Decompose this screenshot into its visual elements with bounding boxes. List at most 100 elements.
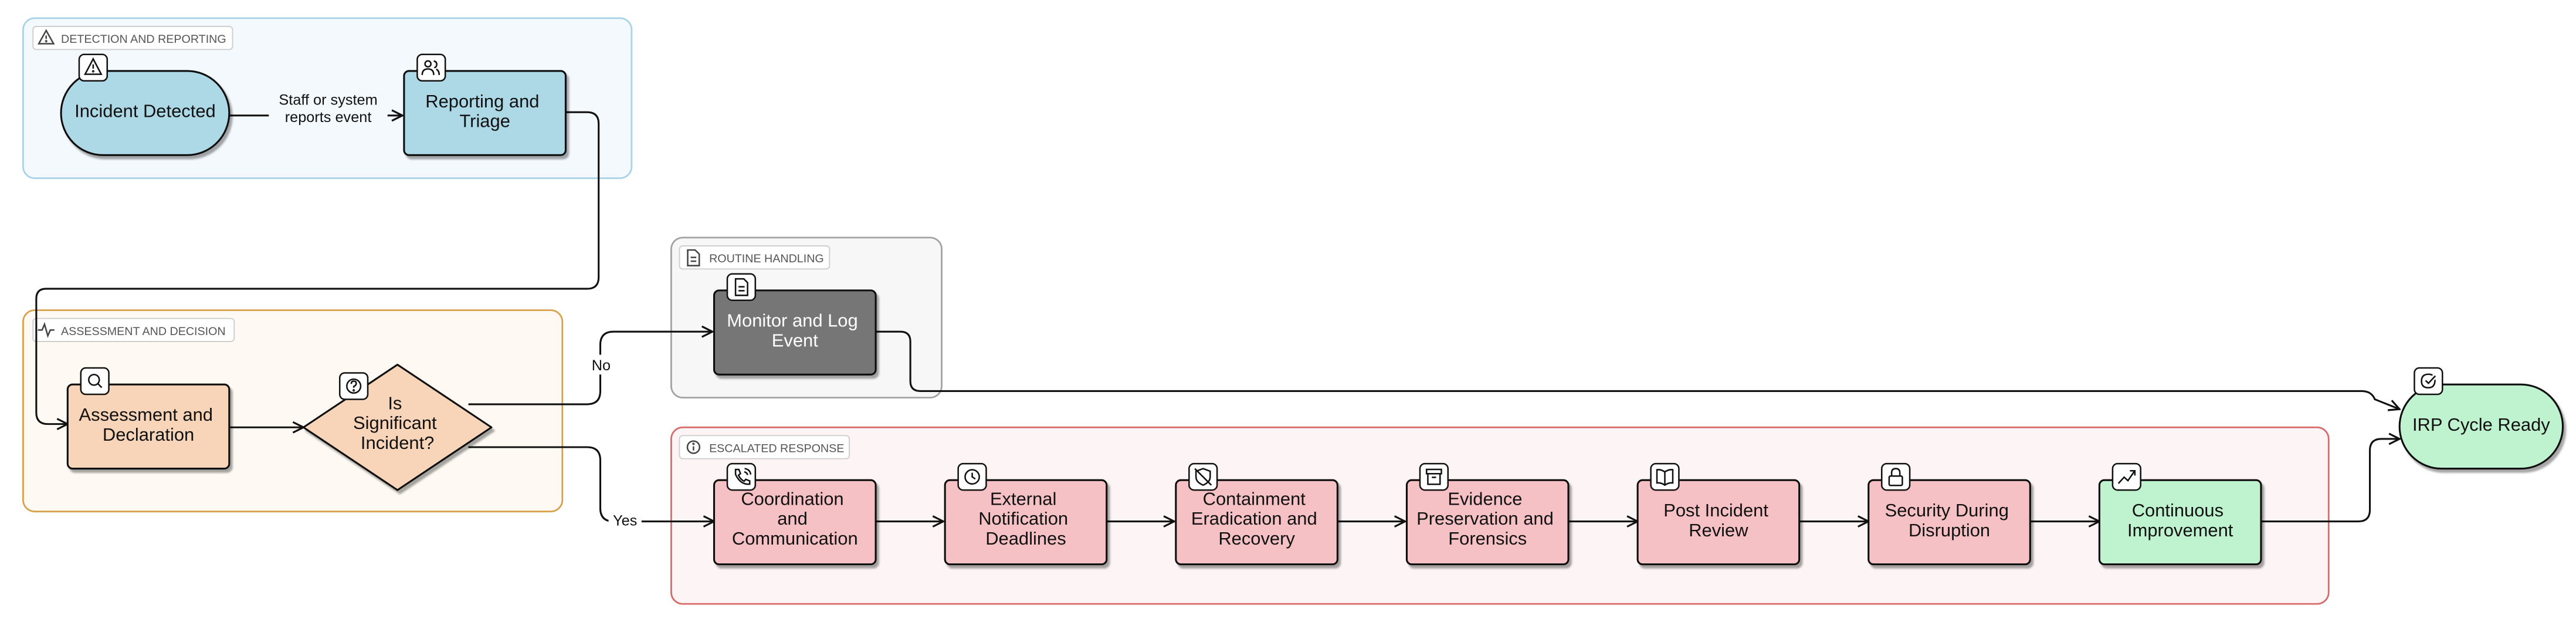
shield-off-icon [1194, 468, 1212, 486]
node-label: Continuous Improvement [2127, 500, 2233, 540]
node-label-line: Communication [732, 528, 858, 549]
node-label-line: Monitor and Log [727, 310, 857, 331]
group-detection-label-box [32, 26, 233, 50]
node-evidence[interactable]: Evidence Preservation and Forensics [1405, 479, 1570, 566]
edge-label-bg [269, 87, 388, 127]
node-irp-cycle-ready[interactable]: IRP Cycle Ready [2398, 383, 2564, 470]
phone-icon [734, 468, 752, 485]
node-badge-reporting-triage [416, 53, 446, 82]
node-badge-monitor-log [726, 273, 757, 302]
edge-labels: Staff or system reports event No Yes [269, 87, 642, 530]
edge-improvement-to-irp [2260, 439, 2399, 523]
node-label-line: Containment [1203, 488, 1306, 509]
badge-box [726, 462, 757, 491]
edge-decision-yes [468, 446, 714, 522]
node-badge-security-disruption [1880, 462, 1911, 491]
activity-icon [38, 322, 55, 338]
node-label-line: Evidence [1448, 488, 1522, 509]
node-label: Post Incident Review [1663, 500, 1773, 540]
node-label-line: Coordination [741, 488, 843, 509]
badge-box [2111, 462, 2141, 491]
node-badge-continuous-improvement [2111, 462, 2141, 491]
node-label: Containment Eradication and Recovery [1191, 488, 1322, 548]
group-routine-label-box [679, 245, 831, 270]
node-label-line: Improvement [2127, 520, 2233, 540]
clock-icon [964, 469, 980, 485]
node-shape [944, 479, 1108, 566]
node-label-line: Reporting and [425, 91, 539, 111]
node-containment[interactable]: Containment Eradication and Recovery [1175, 479, 1338, 566]
badge-box [2414, 367, 2443, 396]
node-label-line: Significant [353, 413, 437, 433]
node-badge-containment [1188, 462, 1218, 491]
node-incident-detected[interactable]: Incident Detected [60, 70, 231, 156]
edge-label-reports-line1: Staff or system [279, 92, 377, 109]
node-badge-external-notification [957, 462, 987, 491]
node-security-disruption[interactable]: Security During Disruption [1867, 479, 2031, 566]
edge-label-reports-line2: reports event [285, 109, 372, 126]
node-shape [713, 289, 877, 376]
node-label-line: Preservation and [1416, 508, 1554, 529]
node-label-line: Event [772, 330, 818, 350]
edge-monitor-to-irp [876, 330, 2399, 409]
node-label-line: Assessment and [79, 404, 213, 425]
group-routine-label: ROUTINE HANDLING [709, 252, 824, 265]
node-continuous-improvement[interactable]: Continuous Improvement [2098, 479, 2262, 566]
edge-reporting-to-assessment [35, 111, 600, 424]
node-post-incident-review[interactable]: Post Incident Review [1636, 479, 1801, 566]
node-label: Coordination and Communication [732, 488, 858, 548]
lock-icon [1888, 468, 1903, 486]
node-label-line: Security During [1885, 500, 2009, 521]
node-label: Security During Disruption [1885, 500, 2014, 540]
node-label-line: Incident? [361, 432, 434, 453]
alert-triangle-icon [37, 29, 55, 45]
node-label-line: Triage [459, 111, 510, 131]
node-label-line: Notification [978, 508, 1068, 529]
node-label-line: and [777, 508, 808, 529]
node-badge-incident-detected [78, 53, 109, 82]
node-monitor-log[interactable]: Monitor and Log Event [713, 289, 877, 376]
edge-label-yes: Yes [613, 513, 637, 529]
node-shape [2398, 383, 2564, 470]
node-external-notification[interactable]: External Notification Deadlines [944, 479, 1108, 566]
group-escalated-label-box [679, 435, 850, 459]
node-coordination[interactable]: Coordination and Communication [713, 479, 877, 566]
alert-triangle-icon [83, 57, 103, 75]
node-shape [1636, 479, 1801, 566]
node-label-line: Disruption [1909, 520, 1990, 540]
node-shape [60, 70, 231, 156]
node-label: Incident Detected [74, 101, 216, 121]
edges [35, 111, 2399, 523]
node-label: IRP Cycle Ready [2412, 414, 2550, 435]
check-circle-icon [2421, 373, 2436, 389]
node-label: Is Significant Incident? [353, 393, 442, 452]
users-icon [421, 60, 440, 75]
archive-icon [1425, 468, 1442, 485]
node-shape [2098, 479, 2262, 566]
node-shape [1867, 479, 2031, 566]
node-label-line: Deadlines [985, 528, 1066, 549]
group-detection-label: DETECTION AND REPORTING [61, 33, 226, 46]
node-shape [1175, 479, 1338, 566]
node-label: External Notification Deadlines [978, 488, 1073, 548]
badge-box [416, 53, 446, 82]
node-label-line: Incident Detected [74, 101, 216, 121]
edge-label-yes-bg [608, 509, 642, 530]
node-label-line: Continuous [2132, 500, 2224, 521]
search-icon [88, 374, 103, 388]
node-label-line: Post Incident [1663, 500, 1768, 521]
node-reporting-triage[interactable]: Reporting and Triage [403, 70, 567, 156]
node-badge-post-incident-review [1650, 462, 1680, 491]
group-assessment-label: ASSESSMENT AND DECISION [61, 325, 226, 338]
node-label-line: External [990, 488, 1056, 509]
group-assessment-label-box [32, 317, 235, 343]
node-shape [713, 479, 877, 566]
node-shape [1405, 479, 1570, 566]
node-badge-evidence [1419, 462, 1449, 491]
node-label: Monitor and Log Event [727, 310, 863, 351]
group-escalated-label: ESCALATED RESPONSE [709, 442, 844, 455]
node-label: Reporting and Triage [425, 91, 544, 131]
node-assessment-declaration[interactable]: Assessment and Declaration [66, 383, 231, 470]
book-icon [1656, 469, 1674, 486]
